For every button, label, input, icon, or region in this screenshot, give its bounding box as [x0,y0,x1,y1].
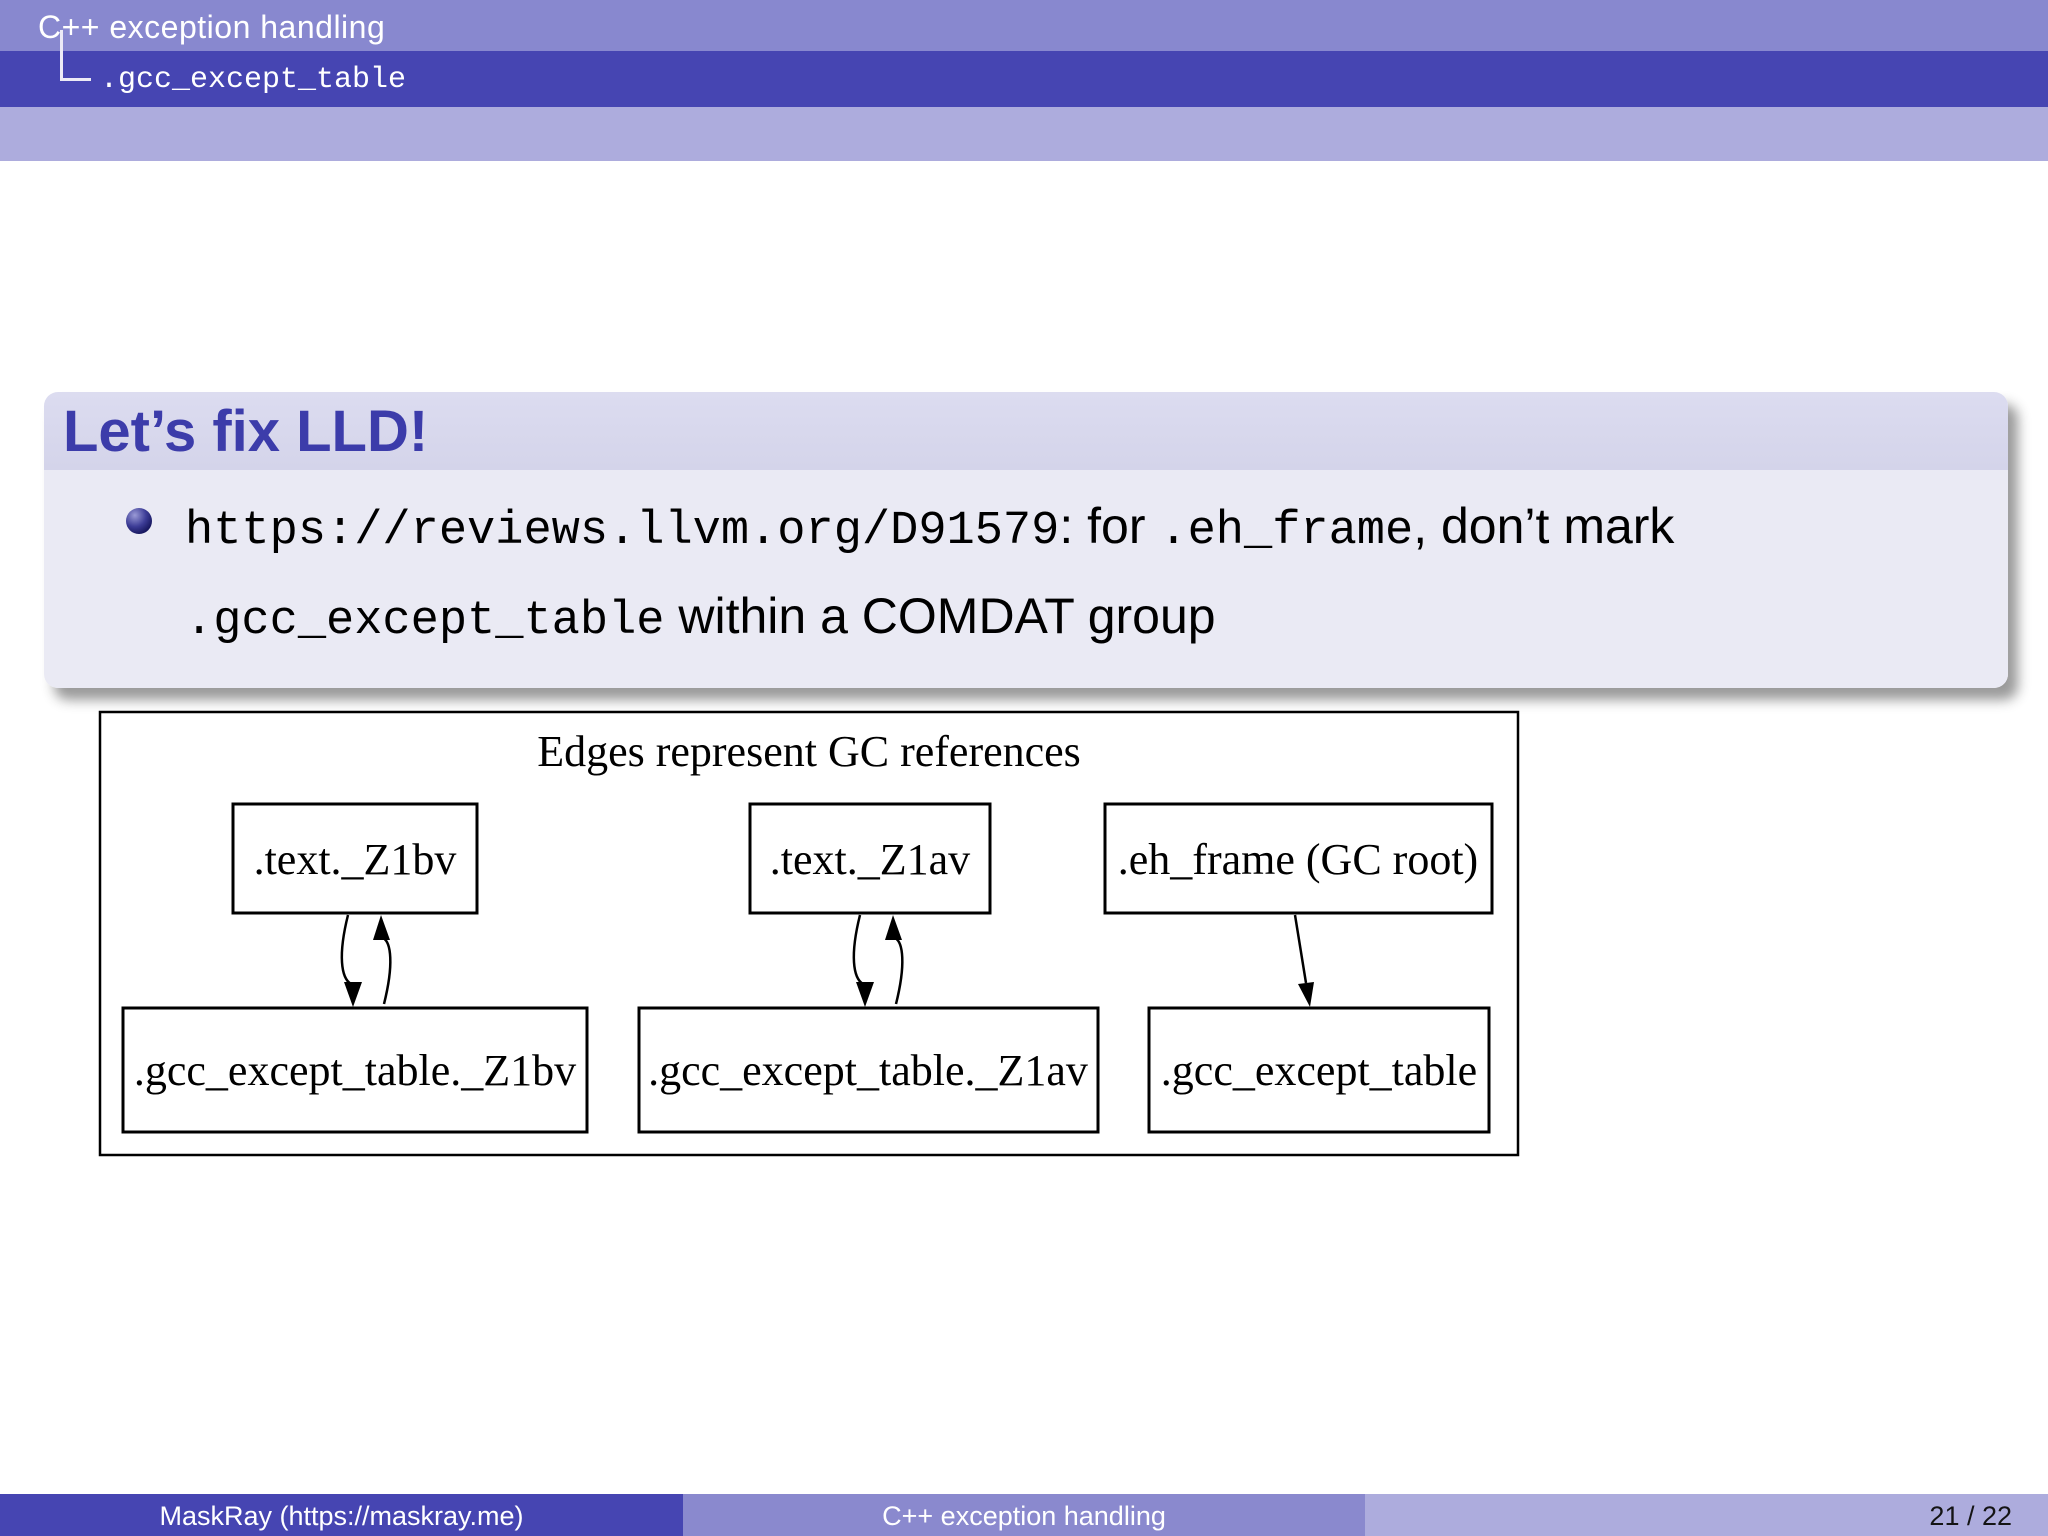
node-box [121,1006,589,1134]
tree-branch-icon [60,30,91,81]
node-gcc-except-table: .gcc_except_table [1147,1006,1491,1134]
item-text: , don’t mark [1413,498,1675,554]
edge-eh-frame-to-gcc-except-table [1293,914,1308,984]
code-gcc-except-table: .gcc_except_table [185,595,665,648]
arrowhead-up-icon [885,915,902,940]
node-text-z1bv: .text._Z1bv [231,802,479,915]
arrowhead-down-icon [344,982,362,1007]
arrowhead-down-icon [856,982,874,1007]
node-label: .gcc_except_table [1161,1046,1477,1095]
diagram-svg: Edges represent GC references .text._Z1b… [98,710,1520,1157]
node-eh-frame-gc-root: .eh_frame (GC root) [1103,802,1494,915]
diagram-caption: Edges represent GC references [537,727,1081,776]
item-text: within a COMDAT group [664,588,1216,644]
edge-text-z1av-down [852,914,864,986]
edge-text-z1bv-down [340,914,352,986]
node-text-z1av: .text._Z1av [748,802,992,915]
footer-slide-title: C++ exception handling [683,1494,1365,1536]
link-reviews-llvm: https://reviews.llvm.org/D91579 [185,505,1060,558]
arrowhead-up-icon [373,915,390,940]
node-box [231,802,479,915]
node-box [637,1006,1100,1134]
block-lets-fix-lld: Let’s fix LLD! https://reviews.llvm.org/… [44,392,2008,688]
arrowhead-down-icon [1298,982,1314,1007]
node-label: .text._Z1bv [254,835,457,884]
footer-author: MaskRay (https://maskray.me) [0,1494,683,1536]
bullet-icon [126,508,152,534]
node-box [1103,802,1494,915]
footer-page-number: 21 / 22 [1365,1494,2048,1536]
item-text: : for [1059,498,1160,554]
node-gcc-except-table-z1av: .gcc_except_table._Z1av [637,1006,1100,1134]
node-gcc-except-table-z1bv: .gcc_except_table._Z1bv [121,1006,589,1134]
node-box [748,802,992,915]
node-box [1147,1006,1491,1134]
gc-references-diagram: Edges represent GC references .text._Z1b… [98,710,1520,1157]
node-label: .gcc_except_table._Z1av [648,1046,1088,1095]
header-section-bar [0,0,2048,51]
node-label: .gcc_except_table._Z1bv [134,1046,576,1095]
item-text-line2: .gcc_except_table within a COMDAT group [185,588,1216,648]
header-section-title: C++ exception handling [38,9,386,45]
header-decorative-strip [0,107,2048,161]
code-eh-frame: .eh_frame [1159,505,1414,558]
block-body: https://reviews.llvm.org/D91579: for .eh… [44,470,2008,688]
node-label: .eh_frame (GC root) [1118,835,1478,884]
node-label: .text._Z1av [770,835,970,884]
header-subsection-bar [0,51,2048,107]
header-subsection-title: .gcc_except_table [100,63,407,97]
block-title: Let’s fix LLD! [44,392,2008,470]
item-text-line1: https://reviews.llvm.org/D91579: for .eh… [185,498,1675,558]
